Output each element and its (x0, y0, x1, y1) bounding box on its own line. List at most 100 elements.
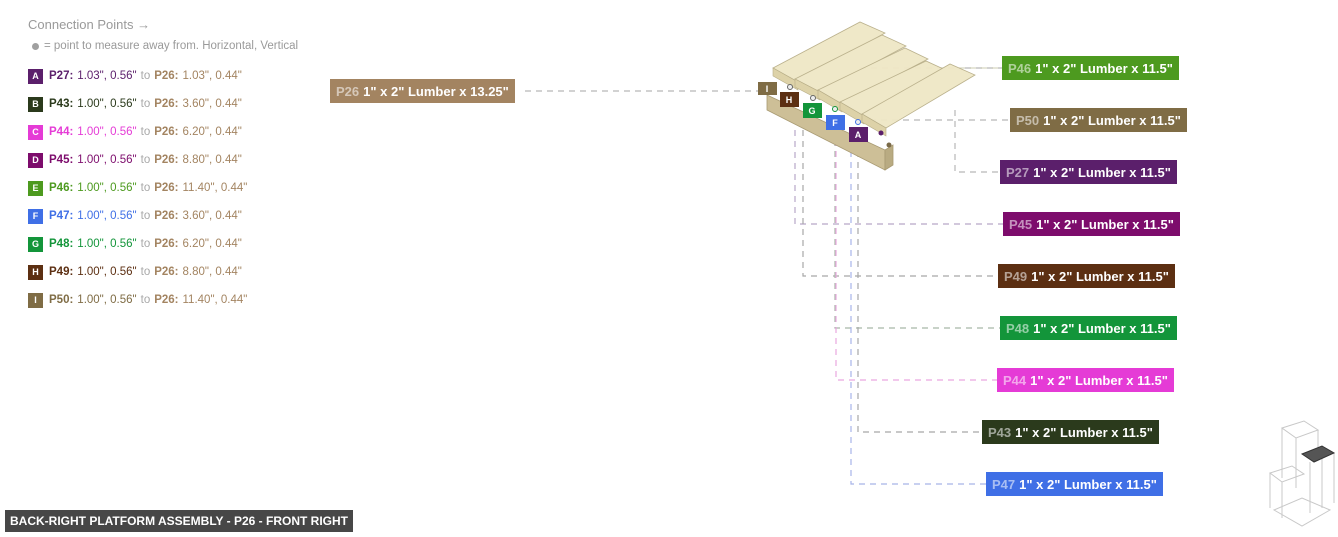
part-id: P27 (1006, 164, 1030, 180)
legend-title: Connection Points → (28, 17, 151, 32)
part-ref: P47: (49, 210, 74, 222)
part-coords: 1.00", 0.56" (77, 126, 137, 138)
part-coords: 1.00", 0.56" (77, 238, 137, 250)
connection-letter-badge: E (28, 180, 43, 196)
target-coords: 3.60", 0.44" (182, 210, 242, 222)
part-coords: 1.00", 0.56" (77, 266, 137, 278)
target-ref: P26: (154, 154, 179, 166)
legend-note-text: = point to measure away from. Horizontal… (44, 40, 299, 52)
connection-letter-badge: A (28, 68, 43, 84)
connection-letter-badge: G (28, 236, 43, 252)
target-coords: 11.40", 0.44" (182, 294, 248, 306)
target-coords: 6.20", 0.44" (182, 238, 242, 250)
part-desc: 1" x 2" Lumber x 11.5" (1043, 112, 1181, 128)
target-ref: P26: (154, 238, 179, 250)
target-ref: P26: (154, 210, 179, 222)
svg-text:G: G (808, 106, 815, 116)
view-title: BACK-RIGHT PLATFORM ASSEMBLY - P26 - FRO… (5, 510, 354, 532)
to-text: to (140, 126, 151, 138)
part-ref: P46: (49, 182, 74, 194)
part-id: P49 (1004, 268, 1028, 284)
part-id: P48 (1006, 320, 1030, 336)
part-id: P43 (988, 424, 1012, 440)
svg-text:I: I (766, 84, 769, 94)
part-desc: 1" x 2" Lumber x 11.5" (1033, 320, 1171, 336)
part-coords: 1.00", 0.56" (77, 154, 137, 166)
part-desc: 1" x 2" Lumber x 11.5" (1035, 60, 1173, 76)
connection-letter-badge: F (28, 208, 43, 224)
svg-text:H: H (786, 95, 793, 105)
connection-row: D P45:1.00", 0.56" to P26:8.80", 0.44" (28, 146, 298, 174)
part-desc: 1" x 2" Lumber x 11.5" (1036, 216, 1174, 232)
part-coords: 1.03", 0.56" (77, 70, 137, 82)
target-ref: P26: (154, 70, 179, 82)
to-text: to (140, 238, 151, 250)
part-desc: 1" x 2" Lumber x 13.25" (363, 83, 509, 99)
target-coords: 11.40", 0.44" (182, 182, 248, 194)
part-id: P50 (1016, 112, 1040, 128)
platform-model: I H G F A (758, 21, 976, 171)
target-ref: P26: (154, 294, 179, 306)
to-text: to (140, 266, 151, 278)
connection-row: B P43:1.00", 0.56" to P26:3.60", 0.44" (28, 90, 298, 118)
part-desc: 1" x 2" Lumber x 11.5" (1019, 476, 1157, 492)
measure-point-dot-icon (32, 42, 39, 50)
connection-letter-badge: H (28, 264, 43, 280)
to-text: to (140, 182, 151, 194)
part-desc: 1" x 2" Lumber x 11.5" (1031, 268, 1169, 284)
target-ref: P26: (154, 98, 179, 110)
part-id: P45 (1009, 216, 1033, 232)
connection-letter-badge: D (28, 152, 43, 168)
connection-letter-badge: C (28, 124, 43, 140)
to-text: to (140, 98, 151, 110)
target-ref: P26: (154, 126, 179, 138)
part-ref: P45: (49, 154, 74, 166)
target-coords: 6.20", 0.44" (182, 126, 242, 138)
target-ref: P26: (154, 266, 179, 278)
part-coords: 1.00", 0.56" (77, 98, 137, 110)
part-id: P47 (992, 476, 1016, 492)
part-id: P44 (1003, 372, 1027, 388)
part-desc: 1" x 2" Lumber x 11.5" (1033, 164, 1171, 180)
to-text: to (140, 294, 151, 306)
part-id: P46 (1008, 60, 1032, 76)
connection-row: E P46:1.00", 0.56" to P26:11.40", 0.44" (28, 174, 298, 202)
target-coords: 8.80", 0.44" (182, 154, 242, 166)
target-ref: P26: (154, 182, 179, 194)
to-text: to (140, 210, 151, 222)
to-text: to (140, 70, 151, 82)
assembly-thumbnail-icon (1268, 420, 1336, 527)
part-ref: P27: (49, 70, 74, 82)
part-ref: P49: (49, 266, 74, 278)
part-desc: 1" x 2" Lumber x 11.5" (1015, 424, 1153, 440)
connection-row: I P50:1.00", 0.56" to P26:11.40", 0.44" (28, 286, 298, 314)
connection-list: A P27:1.03", 0.56" to P26:1.03", 0.44" B… (28, 62, 298, 314)
to-text: to (140, 154, 151, 166)
legend-note: = point to measure away from. Horizontal… (32, 40, 298, 52)
connection-row: G P48:1.00", 0.56" to P26:6.20", 0.44" (28, 230, 298, 258)
connection-row: A P27:1.03", 0.56" to P26:1.03", 0.44" (28, 62, 298, 90)
connection-row: F P47:1.00", 0.56" to P26:3.60", 0.44" (28, 202, 298, 230)
part-ref: P44: (49, 126, 74, 138)
target-coords: 8.80", 0.44" (182, 266, 242, 278)
connection-letter-badge: B (28, 96, 43, 112)
part-ref: P43: (49, 98, 74, 110)
connection-legend: Connection Points → = point to measure a… (28, 17, 298, 314)
part-coords: 1.00", 0.56" (77, 182, 137, 194)
svg-text:A: A (855, 130, 862, 140)
connection-row: H P49:1.00", 0.56" to P26:8.80", 0.44" (28, 258, 298, 286)
target-coords: 1.03", 0.44" (182, 70, 242, 82)
part-ref: P50: (49, 294, 74, 306)
connection-letter-badge: I (28, 292, 43, 308)
